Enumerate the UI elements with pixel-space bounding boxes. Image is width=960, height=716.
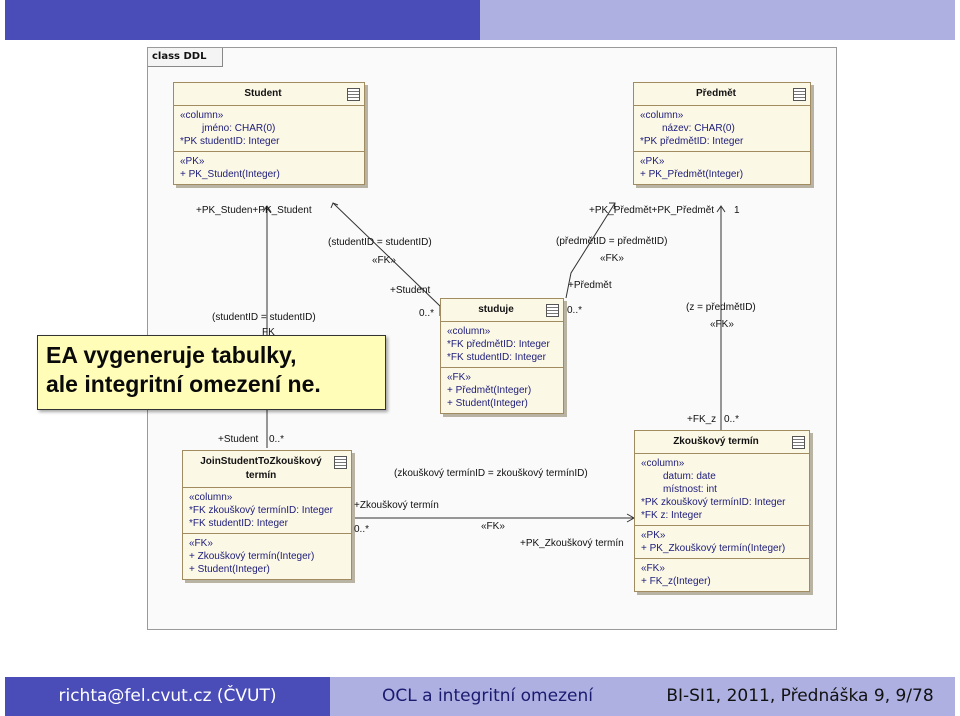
label-plus-zt: +Zkouškový termín	[354, 500, 439, 511]
arrow-predmet-zkouskovy	[716, 205, 726, 213]
label-fk-partial: FK	[262, 327, 275, 338]
label-plus-student-top: +Student	[390, 285, 431, 296]
label-plus-fk-z: +FK_z	[687, 414, 717, 425]
pk-section: «PK» + PK_Student(Integer)	[180, 156, 280, 180]
label-fk-bottom: «FK»	[481, 521, 505, 532]
pk-section: «PK» + PK_Předmět(Integer)	[640, 156, 744, 180]
footer-author: richta@fel.cvut.cz (ČVUT)	[5, 677, 330, 716]
table-icon	[334, 456, 347, 469]
table-header: Zkouškový termín	[635, 431, 809, 454]
arrow-student-join	[262, 205, 272, 213]
label-mult-one: 1	[734, 205, 740, 216]
arrow-student-studuje	[330, 202, 339, 209]
label-pk-predmet-pair: +PK_Předmět+PK_Předmět	[589, 205, 715, 216]
label-mult-fk-z: 0..*	[724, 414, 740, 425]
label-pk-student-pair: +PK_Studen+PK_Student	[196, 205, 312, 216]
label-predmet-cond: (předmětID = předmětID)	[556, 236, 668, 247]
label-fk-top-right: «FK»	[600, 253, 624, 264]
frame-label: class DDL	[148, 48, 224, 67]
label-mult-join-top: 0..*	[269, 434, 285, 445]
label-fk-right: «FK»	[710, 319, 734, 330]
table-join[interactable]: JoinStudentToZkouškový termín «column» *…	[182, 450, 352, 580]
fk-section: «FK» + Zkouškový termín(Integer) + Stude…	[189, 538, 315, 575]
table-header: studuje	[441, 299, 563, 322]
title-bar-dark	[5, 0, 480, 40]
table-predmet[interactable]: Předmět «column» název: CHAR(0) *PK před…	[633, 82, 811, 185]
footer-topic: OCL a integritní omezení	[330, 677, 645, 716]
footer-bar: richta@fel.cvut.cz (ČVUT) OCL a integrit…	[5, 677, 955, 716]
table-header: Student	[174, 83, 364, 106]
table-header: Předmět	[634, 83, 810, 106]
table-header: JoinStudentToZkouškový termín	[183, 451, 351, 488]
label-fk-top-left: «FK»	[372, 255, 396, 266]
label-plus-student-join: +Student	[218, 434, 259, 445]
columns-section: «column» jméno: CHAR(0) *PK studentID: I…	[174, 106, 364, 152]
label-student-cond-left: (studentID = studentID)	[212, 312, 316, 323]
line-predmet-studuje	[565, 202, 616, 299]
table-icon	[793, 88, 806, 101]
table-student[interactable]: Student «column» jméno: CHAR(0) *PK stud…	[173, 82, 365, 185]
table-studuje[interactable]: studuje «column» *FK předmětID: Integer …	[440, 298, 564, 414]
table-icon	[347, 88, 360, 101]
label-mult-join-right: 0..*	[354, 524, 370, 535]
table-icon	[546, 304, 559, 317]
columns-section: «column» *FK zkouškový termínID: Integer…	[183, 488, 351, 534]
table-zkouskovy-termin[interactable]: Zkouškový termín «column» datum: date mí…	[634, 430, 810, 592]
label-plus-predmet: +Předmět	[568, 280, 612, 291]
label-pk-zt: +PK_Zkouškový termín	[520, 538, 624, 549]
columns-section: «column» název: CHAR(0) *PK předmětID: I…	[634, 106, 810, 152]
title-bar	[5, 0, 955, 40]
label-zt-cond: (zkouškový termínID = zkouškový termínID…	[394, 468, 588, 479]
columns-section: «column» *FK předmětID: Integer *FK stud…	[441, 322, 563, 368]
label-z-cond: (z = předmětID)	[686, 302, 756, 313]
footer-course: BI-SI1, 2011, Přednáška 9, 9/78	[645, 677, 955, 716]
columns-section: «column» datum: date místnost: int *PK z…	[635, 454, 809, 526]
label-student-cond-top: (studentID = studentID)	[328, 237, 432, 248]
arrow-predmet-studuje	[609, 202, 616, 210]
fk-section: «FK» + FK_z(Integer)	[641, 563, 711, 587]
title-bar-light	[480, 0, 955, 40]
table-icon	[792, 436, 805, 449]
label-mult-studuje-right: 0..*	[567, 305, 583, 316]
pk-section: «PK» + PK_Zkouškový termín(Integer)	[635, 526, 809, 559]
callout-note: EA vygeneruje tabulky, ale integritní om…	[37, 335, 386, 410]
fk-section: «FK» + Předmět(Integer) + Student(Intege…	[447, 372, 532, 409]
label-mult-studuje-left: 0..*	[419, 308, 435, 319]
